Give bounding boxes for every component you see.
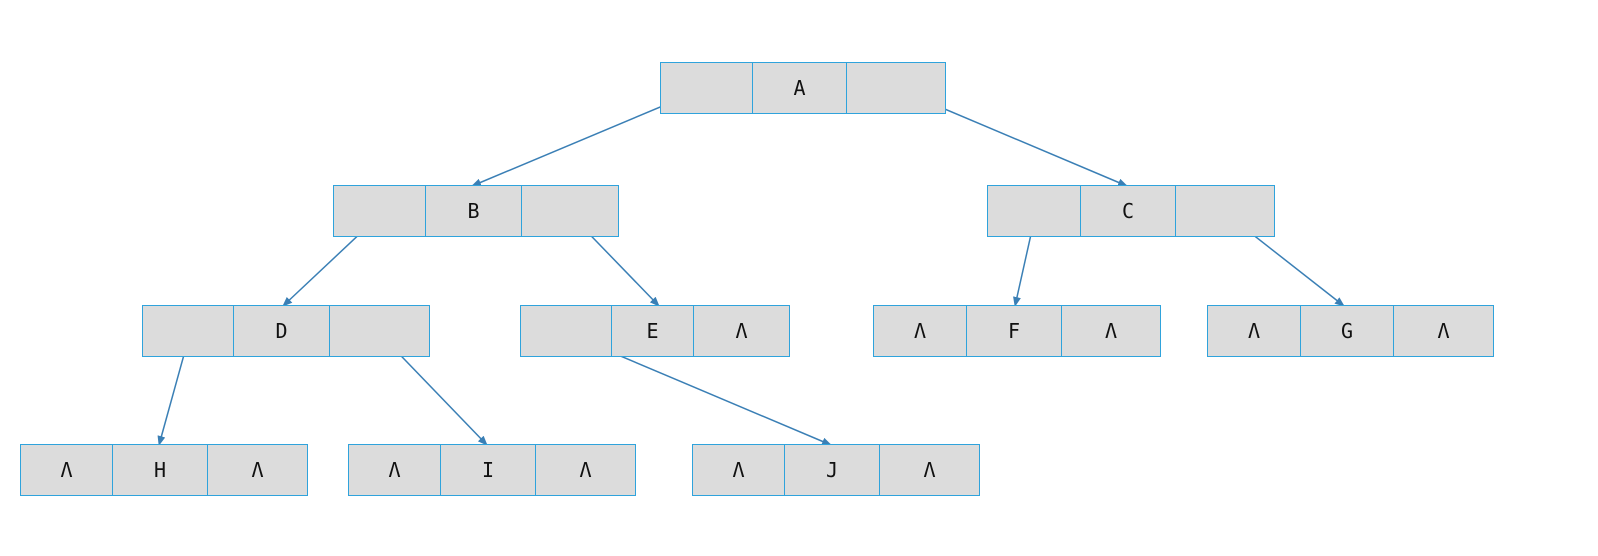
data-field: E (612, 306, 694, 356)
right-pointer-field: Λ (251, 458, 264, 482)
right-pointer-field (522, 186, 618, 236)
tree-node-e: E Λ (520, 305, 790, 357)
data-field: C (1081, 186, 1176, 236)
right-pointer-field (330, 306, 429, 356)
left-pointer-field (988, 186, 1081, 236)
left-pointer-field: Λ (874, 306, 967, 356)
tree-node-i: Λ I Λ (348, 444, 636, 496)
tree-node-c: C (987, 185, 1275, 237)
left-pointer-field: Λ (1208, 306, 1301, 356)
right-pointer-field: Λ (1437, 319, 1450, 343)
data-field: A (753, 63, 847, 113)
right-pointer-field: Λ (1104, 319, 1118, 343)
data-field: B (426, 186, 522, 236)
tree-node-d: D (142, 305, 430, 357)
data-field: D (234, 306, 330, 356)
right-pointer-field: Λ (579, 458, 592, 482)
tree-node-b: B (333, 185, 619, 237)
tree-node-g: Λ G Λ (1207, 305, 1494, 357)
left-pointer-field: Λ (349, 445, 441, 495)
right-pointer-field: Λ (923, 458, 936, 482)
data-field: F (967, 306, 1062, 356)
left-pointer-field: Λ (693, 445, 785, 495)
left-pointer-field (521, 306, 612, 356)
data-field: J (785, 445, 880, 495)
left-pointer-field (334, 186, 426, 236)
data-field: G (1301, 306, 1394, 356)
left-pointer-field (143, 306, 234, 356)
left-pointer-field (661, 63, 753, 113)
data-field: H (113, 445, 208, 495)
right-pointer-field (1176, 186, 1274, 236)
tree-node-j: Λ J Λ (692, 444, 980, 496)
right-pointer-field: Λ (735, 319, 748, 343)
tree-node-a: A (660, 62, 946, 114)
tree-node-h: Λ H Λ (20, 444, 308, 496)
tree-node-f: Λ F Λ (873, 305, 1161, 357)
left-pointer-field: Λ (21, 445, 113, 495)
data-field: I (441, 445, 536, 495)
right-pointer-field (847, 63, 945, 113)
